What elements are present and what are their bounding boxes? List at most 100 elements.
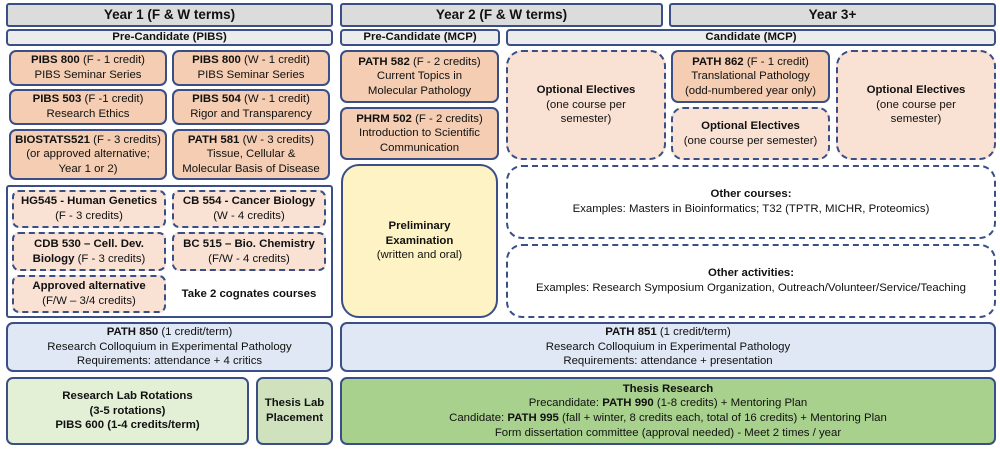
course-name: Communication [379, 141, 460, 154]
course-requirements: Requirements: attendance + presentation [563, 355, 773, 368]
course-term: (F - 2 credits) [411, 112, 483, 125]
course-code: PATH 582 [358, 55, 410, 68]
cognate-detail: (F - 3 credits) [74, 252, 146, 265]
rotations-course: PIBS 600 (1-4 credits/term) [55, 419, 200, 432]
course-code: PIBS 504 [192, 93, 241, 106]
course-code: PATH 851 [605, 326, 657, 339]
thesis-research: Thesis Research Precandidate: PATH 990 (… [340, 377, 996, 445]
course-code: PIBS 503 [32, 93, 82, 106]
research-lab-rotations: Research Lab Rotations (3-5 rotations) P… [6, 377, 249, 445]
course-term: (F - 2 credits) [409, 55, 481, 68]
other-courses: Other courses: Examples: Masters in Bioi… [506, 165, 996, 239]
prelim-title: Preliminary [388, 220, 451, 233]
cognate-detail: (F/W – 3/4 credits) [42, 295, 136, 307]
course-path582: PATH 582 (F - 2 credits) Current Topics … [340, 50, 499, 103]
other-activities-detail: Examples: Research Symposium Organizatio… [536, 282, 966, 294]
preliminary-examination: Preliminary Examination (written and ora… [341, 164, 498, 318]
pre-candidate-pibs-label: Pre-Candidate (PIBS) [112, 31, 227, 44]
course-code: PHRM 502 [356, 112, 412, 125]
course-code: PIBS 800 [192, 54, 241, 67]
candidate-mcp-label: Candidate (MCP) [705, 31, 797, 44]
electives-detail: semester) [560, 113, 612, 126]
cognate-bc515: BC 515 – Bio. Chemistry (F/W - 4 credits… [172, 232, 326, 271]
course-name: Molecular Basis of Disease [182, 162, 320, 175]
cognate-name: Biology [32, 252, 75, 265]
year3-header: Year 3+ [669, 3, 996, 27]
precandidate-label: Precandidate: [528, 397, 603, 410]
course-phrm502: PHRM 502 (F - 2 credits) Introduction to… [340, 107, 499, 160]
optional-electives-year3-middle: Optional Electives (one course per semes… [671, 107, 830, 160]
electives-detail: (one course per semester) [683, 134, 818, 147]
course-name: Rigor and Transparency [190, 108, 312, 120]
cognates-requirement-note: Take 2 cognates courses [172, 275, 326, 313]
course-name: PIBS Seminar Series [34, 69, 142, 81]
year1-header-label: Year 1 (F & W terms) [103, 7, 236, 23]
course-code: PATH 995 [507, 412, 559, 424]
cognate-hg545: HG545 - Human Genetics (F - 3 credits) [12, 190, 166, 228]
prelim-detail: (written and oral) [376, 249, 463, 262]
course-name: Research Colloquium in Experimental Path… [545, 340, 791, 353]
cognate-name: BC 515 – Bio. Chemistry [183, 237, 315, 250]
course-code: PATH 862 [692, 55, 744, 68]
electives-title: Optional Electives [866, 84, 966, 97]
cognate-cdb530: CDB 530 – Cell. Dev. Biology (F - 3 cred… [12, 232, 166, 271]
cognates-note-label: Take 2 cognates courses [181, 287, 317, 300]
course-name: Tissue, Cellular & [206, 148, 296, 161]
course-term: (W - 1 credit) [240, 93, 310, 106]
prelim-title: Examination [385, 234, 454, 247]
electives-detail: semester) [890, 113, 942, 126]
course-name: Research Ethics [46, 108, 130, 120]
course-path862: PATH 862 (F - 1 credit) Translational Pa… [671, 50, 830, 103]
course-note: (or approved alternative; [26, 148, 150, 161]
candidate-label: Candidate: [449, 412, 508, 424]
committee-note: Form dissertation committee (approval ne… [494, 426, 842, 439]
course-term: (F - 3 credits) [90, 133, 161, 146]
cognate-detail: (F - 3 credits) [55, 210, 123, 222]
placement-title: Placement [266, 412, 323, 424]
year2-header-label: Year 2 (F & W terms) [435, 7, 568, 23]
course-term: (1 credit/term) [158, 326, 233, 339]
course-pibs503: PIBS 503 (F -1 credit) Research Ethics [9, 89, 167, 125]
course-path851: PATH 851 (1 credit/term) Research Colloq… [340, 322, 996, 372]
course-biostats521: BIOSTATS521 (F - 3 credits) (or approved… [9, 129, 167, 180]
cognate-name: Approved alternative [32, 280, 146, 293]
course-code: BIOSTATS521 [15, 133, 90, 146]
course-note: (odd-numbered year only) [684, 84, 817, 97]
course-pibs800-fall: PIBS 800 (F - 1 credit) PIBS Seminar Ser… [9, 50, 167, 86]
rotations-count: (3-5 rotations) [89, 404, 166, 417]
course-requirements: Requirements: attendance + 4 critics [76, 355, 263, 368]
thesis-title: Thesis Research [622, 382, 714, 395]
cognate-approved-alternative: Approved alternative (F/W – 3/4 credits) [12, 275, 166, 313]
rotations-title: Research Lab Rotations [62, 390, 193, 403]
course-term: (W - 3 credits) [239, 133, 315, 146]
pre-candidate-mcp-label: Pre-Candidate (MCP) [363, 31, 477, 44]
other-courses-title: Other courses: [710, 188, 792, 201]
candidate-detail: (fall + winter, 8 credits each, total of… [558, 412, 887, 424]
course-path581: PATH 581 (W - 3 credits) Tissue, Cellula… [172, 129, 330, 180]
candidate-mcp-header: Candidate (MCP) [506, 29, 996, 46]
cognate-cb554: CB 554 - Cancer Biology (W - 4 credits) [172, 190, 326, 228]
electives-title: Optional Electives [536, 84, 636, 97]
course-term: (F - 1 credit) [743, 55, 809, 68]
course-term: (F -1 credit) [81, 93, 144, 106]
course-code: PIBS 800 [31, 54, 80, 67]
other-activities-title: Other activities: [707, 267, 795, 280]
course-name: Introduction to Scientific [359, 127, 480, 140]
electives-detail: (one course per [546, 98, 626, 111]
cognate-detail: (F/W - 4 credits) [208, 252, 290, 265]
course-pibs504: PIBS 504 (W - 1 credit) Rigor and Transp… [172, 89, 330, 125]
electives-title: Optional Electives [701, 119, 800, 132]
course-name: Current Topics in [376, 70, 463, 83]
course-code: PATH 990 [602, 397, 654, 410]
cognate-detail: (W - 4 credits) [213, 210, 285, 222]
course-pibs800-winter: PIBS 800 (W - 1 credit) PIBS Seminar Ser… [172, 50, 330, 86]
course-code: PATH 850 [106, 326, 159, 339]
cognate-name: HG545 - Human Genetics [20, 195, 158, 208]
course-term: (1 credit/term) [656, 326, 731, 339]
thesis-lab-placement: Thesis Lab Placement [256, 377, 333, 445]
year1-header: Year 1 (F & W terms) [6, 3, 333, 27]
course-term: (F - 1 credit) [79, 54, 145, 67]
cognate-name: CDB 530 – Cell. Dev. [34, 237, 144, 250]
course-name: Translational Pathology [691, 70, 810, 83]
electives-detail: (one course per [876, 98, 956, 111]
